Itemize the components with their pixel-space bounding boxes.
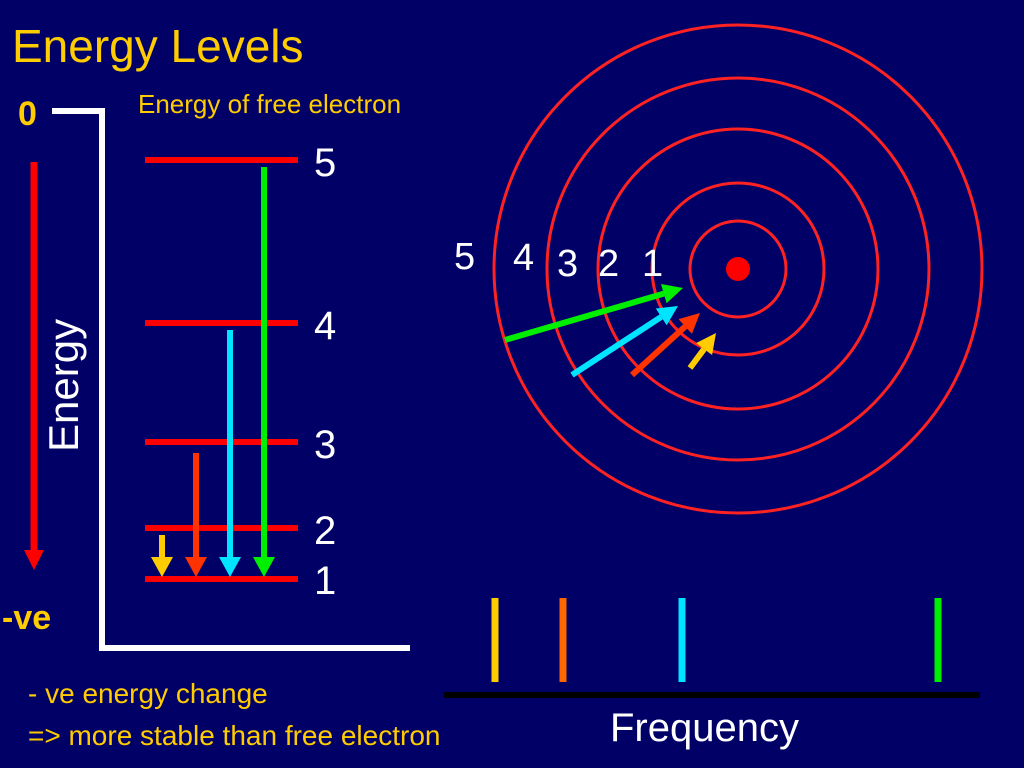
transition-5-to-1-head <box>253 557 275 577</box>
orbit-transition-3-to-1-shaft <box>629 324 688 378</box>
energy-levels: 1 2 3 4 5 <box>145 141 336 603</box>
transition-3-to-1-head <box>185 557 207 577</box>
transition-arrows <box>151 167 275 577</box>
orbit-4-label: 4 <box>513 237 534 279</box>
frequency-label: Frequency <box>610 706 799 750</box>
orbit-2-ring <box>650 181 826 357</box>
orbit-1-ring <box>688 219 788 319</box>
energy-axis-label: Energy <box>40 319 87 452</box>
orbit-3-ring <box>596 127 880 411</box>
orbit-5-label: 5 <box>454 236 475 278</box>
orbit-5-ring <box>492 23 984 515</box>
orbit-transition-5-to-1-head <box>660 284 683 304</box>
nucleus <box>726 257 750 281</box>
orbit-3-label: 3 <box>557 243 578 285</box>
orbit-transition-2-to-1-shaft <box>687 347 707 370</box>
orbit-1-label: 1 <box>642 243 663 285</box>
orbit-4-ring <box>545 76 931 462</box>
orbit-transition-5-to-1-shaft <box>504 290 665 343</box>
orbit-transition-2-to-1-head <box>696 333 716 356</box>
energy-axis-frame <box>52 108 410 651</box>
page-title: Energy Levels <box>12 20 304 72</box>
zero-energy-label: 0 <box>18 95 37 133</box>
transition-4-to-1-head <box>219 557 241 577</box>
energy-level-5-label: 5 <box>314 141 336 185</box>
emission-spectrum <box>491 598 942 682</box>
energy-level-2-label: 2 <box>314 509 336 553</box>
note-line-2: => more stable than free electron <box>28 720 440 751</box>
note-line-1: - ve energy change <box>28 678 268 709</box>
energy-level-3-label: 3 <box>314 423 336 467</box>
energy-direction-arrow-head <box>24 550 44 570</box>
free-electron-label: Energy of free electron <box>138 89 401 119</box>
orbit-2-label: 2 <box>598 243 619 285</box>
orbit-transition-3-to-1-head <box>678 313 700 334</box>
negative-energy-label: -ve <box>2 599 51 637</box>
energy-level-1-label: 1 <box>314 559 336 603</box>
transition-2-to-1-head <box>151 557 173 577</box>
orbit-transition-4-to-1-shaft <box>570 314 663 378</box>
energy-level-4-label: 4 <box>314 304 336 348</box>
orbit-transition-4-to-1-head <box>655 306 678 326</box>
